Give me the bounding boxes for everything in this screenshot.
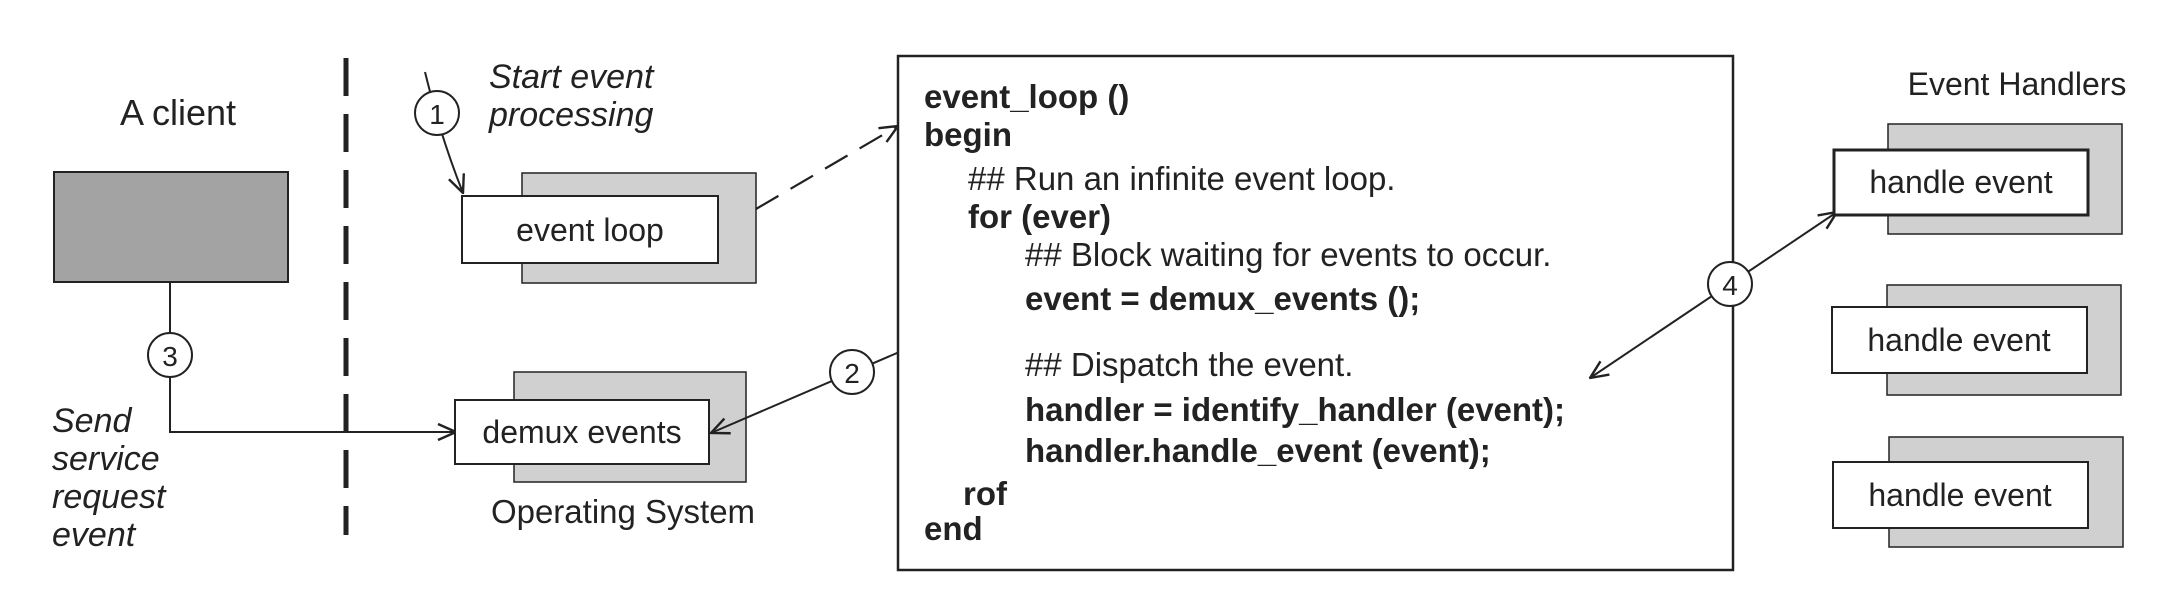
send-label-line-2: service (52, 440, 160, 478)
operating-system-label: Operating System (491, 493, 755, 530)
event-loop-to-code-arrow (755, 126, 898, 210)
code-line-4: for (ever) (968, 198, 1111, 235)
send-label-line-1: Send (52, 402, 132, 440)
step-one-circle (414, 90, 460, 136)
event-loop-box (461, 195, 719, 264)
step-two-circle (829, 349, 875, 395)
send-label-line-4: event (52, 516, 137, 554)
code-line-1: event_loop () (924, 78, 1129, 115)
event-loop-label: event loop (516, 212, 664, 248)
code-listing: event_loop () begin ## Run an infinite e… (924, 78, 1565, 547)
handler-item-2: handle event (1831, 284, 2122, 396)
handler-item-1: handle event (1832, 123, 2123, 235)
handler-2-label: handle event (1867, 322, 2050, 358)
code-line-2: begin (924, 116, 1012, 153)
code-line-10: rof (963, 475, 1008, 512)
code-line-6: event = demux_events (); (1025, 280, 1420, 317)
handler-3-box (1832, 461, 2089, 529)
code-line-11: end (924, 510, 983, 547)
handler-1-label: handle event (1869, 164, 2052, 200)
demux-events-label: demux events (482, 414, 681, 450)
handler-2-box (1831, 306, 2088, 374)
step-four-circle (1707, 261, 1753, 307)
client-request-connector (169, 282, 456, 432)
start-label-line-1: Start event (489, 58, 655, 96)
event-handlers-title: Event Handlers (1908, 66, 2127, 102)
step-three-label: 3 (162, 341, 178, 372)
code-line-5: ## Block waiting for events to occur. (1025, 236, 1551, 273)
send-label-line-3: request (52, 478, 167, 516)
code-line-7: ## Dispatch the event. (1025, 346, 1353, 383)
step-two-label: 2 (844, 358, 860, 389)
handler-1-box (1832, 148, 2090, 217)
client-box (53, 171, 289, 283)
send-request-label: Send service request event (52, 402, 167, 554)
start-label-line-2: processing (488, 96, 654, 134)
code-line-9: handler.handle_event (event); (1025, 432, 1491, 469)
handler-3-label: handle event (1868, 477, 2051, 513)
step-four-label: 4 (1722, 270, 1738, 301)
code-line-3: ## Run an infinite event loop. (968, 160, 1395, 197)
client-title: A client (120, 92, 236, 133)
handler-item-3: handle event (1832, 436, 2124, 548)
step-one-label: 1 (429, 99, 445, 130)
step-three-circle (147, 332, 193, 378)
code-line-8: handler = identify_handler (event); (1025, 391, 1565, 428)
